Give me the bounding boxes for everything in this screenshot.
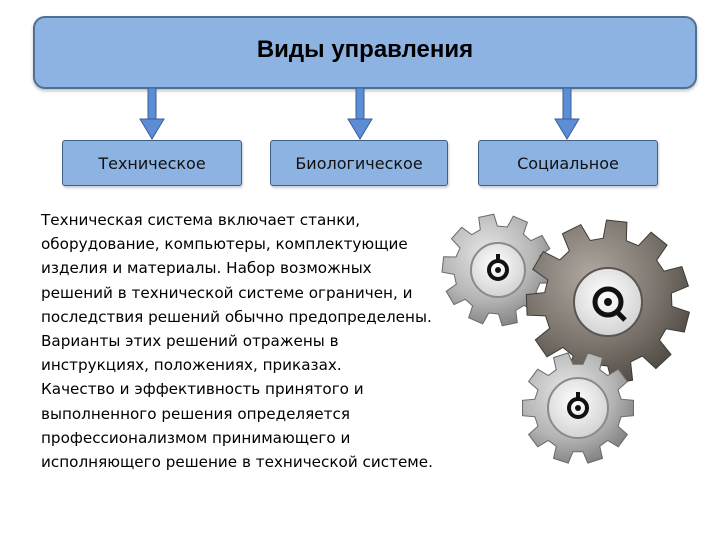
arrow-down-icon [554,88,580,140]
description-line: Варианты этих решений отражены в [41,332,339,351]
category-label: Техническое [98,153,206,173]
diagram-title: Виды управления [256,35,474,63]
category-technical: Техническое [62,140,242,186]
description-line: изделия и материалы. Набор возможных [41,259,372,278]
arrow-down-icon [139,88,165,140]
category-biological: Биологическое [270,140,448,186]
category-social: Социальное [478,140,658,186]
description-line: Качество и эффективность принятого и [41,380,364,399]
category-label: Биологическое [295,153,423,173]
gears-icon [441,213,690,464]
description-line: последствия решений обычно предопределен… [41,307,432,326]
gear-small-bottom [522,352,634,464]
description-line: оборудование, компьютеры, комплектующие [41,235,408,254]
description-line: Техническая система включает станки, [41,211,361,229]
description-line: инструкциях, положениях, приказах. [41,356,342,375]
description-text: Техническая система включает станки, обо… [41,208,466,474]
description-line: профессионализмом принимающего и [41,428,351,447]
title-box: Виды управления [33,16,697,89]
gear-large [525,219,690,385]
description-line: исполняющего решение в технической систе… [41,453,433,472]
arrow-down-icon [347,88,373,140]
description-line: выполненного решения определяется [41,404,350,423]
category-label: Социальное [517,153,619,173]
description-line: решений в технической системе ограничен,… [41,283,413,302]
